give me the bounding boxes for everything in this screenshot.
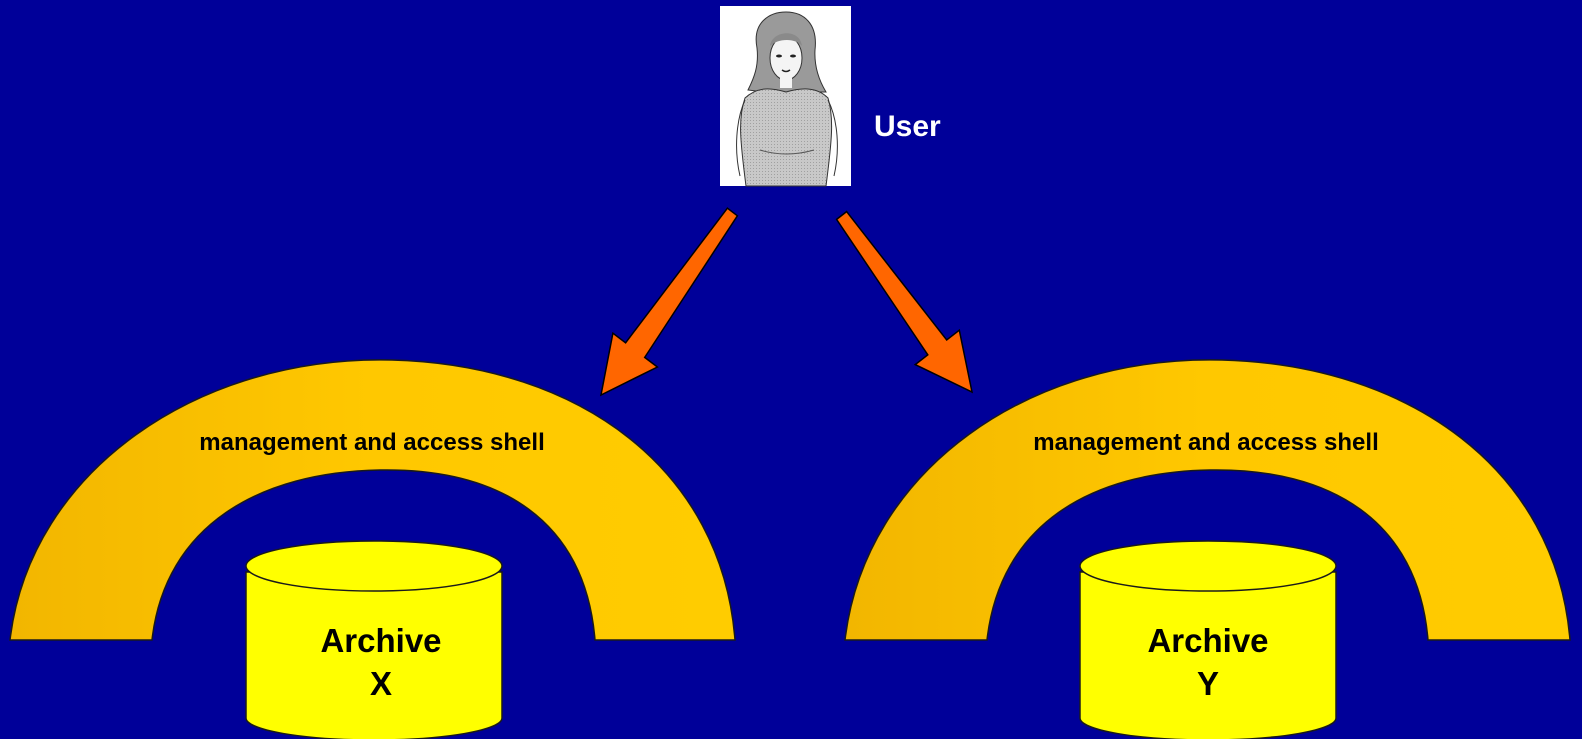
management-shell-x <box>9 359 736 641</box>
shell-y-label: management and access shell <box>1033 429 1379 456</box>
user-label: User <box>874 110 941 143</box>
archive-x-database-icon <box>245 540 503 739</box>
archive-x-id: X <box>370 665 392 702</box>
archive-x-title: Archive <box>320 622 441 659</box>
user-portrait-icon <box>720 6 851 187</box>
arrow-to-left-shell <box>599 207 739 397</box>
arrow-to-right-shell <box>835 210 974 394</box>
shell-x-label: management and access shell <box>199 429 545 456</box>
archive-y-title: Archive <box>1147 622 1268 659</box>
archive-y-database-icon <box>1079 540 1337 739</box>
management-shell-y <box>844 359 1571 641</box>
archive-y-id: Y <box>1197 665 1219 702</box>
